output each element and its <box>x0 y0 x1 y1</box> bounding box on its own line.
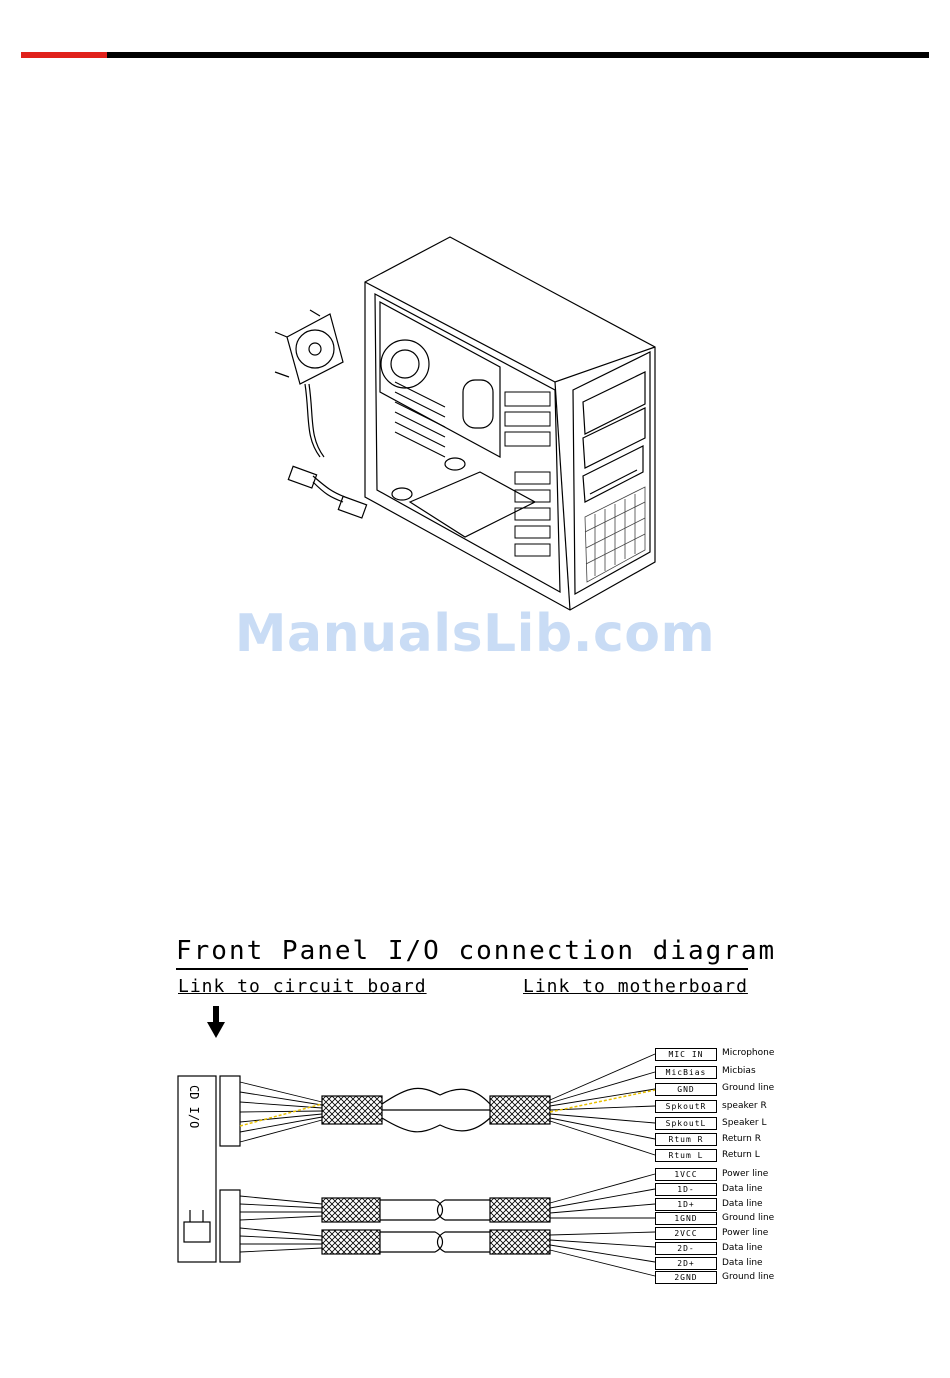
pin-label: 1VCC <box>655 1168 717 1181</box>
diagram-title: Front Panel I/O connection diagram <box>176 936 774 970</box>
header-accent <box>21 52 107 58</box>
pin-description: Data line <box>722 1184 763 1194</box>
pin-description: Speaker L <box>722 1118 767 1128</box>
pin-description: Microphone <box>722 1048 775 1058</box>
link-motherboard-label: Link to motherboard <box>523 976 748 997</box>
pin-label: 1GND <box>655 1212 717 1225</box>
pin-description: Return L <box>722 1150 760 1160</box>
pin-description: Data line <box>722 1199 763 1209</box>
pin-label: 2VCC <box>655 1227 717 1240</box>
header-rule <box>21 52 929 58</box>
pin-label: 2D+ <box>655 1257 717 1270</box>
wiring-diagram: CD I/O <box>177 1006 656 1277</box>
down-arrow-icon <box>207 1006 225 1038</box>
pin-description: Power line <box>722 1228 769 1238</box>
pc-case-illustration <box>274 236 656 611</box>
pin-label: Rtum R <box>655 1133 717 1146</box>
pin-description: speaker R <box>722 1101 767 1111</box>
pin-description: Return R <box>722 1134 761 1144</box>
pin-description: Ground line <box>722 1083 775 1093</box>
pin-label: SpkoutR <box>655 1100 717 1113</box>
pin-label: MIC IN <box>655 1048 717 1061</box>
pin-label: 2D- <box>655 1242 717 1255</box>
pin-description: Power line <box>722 1169 769 1179</box>
pin-label: 2GND <box>655 1271 717 1284</box>
pin-label: Rtum L <box>655 1149 717 1162</box>
pin-description: Micbias <box>722 1066 756 1076</box>
pin-label: 1D- <box>655 1183 717 1196</box>
pin-description: Ground line <box>722 1272 775 1282</box>
pin-label: SpkoutL <box>655 1117 717 1130</box>
pin-description: Data line <box>722 1258 763 1268</box>
svg-text:CD I/O: CD I/O <box>187 1085 201 1128</box>
link-circuit-board-label: Link to circuit board <box>178 976 427 997</box>
pin-label: 1D+ <box>655 1198 717 1211</box>
watermark: ManualsLib.com <box>234 604 716 664</box>
pin-description: Ground line <box>722 1213 775 1223</box>
pin-label: GND <box>655 1083 717 1096</box>
pin-description: Data line <box>722 1243 763 1253</box>
pin-label: MicBias <box>655 1066 717 1079</box>
